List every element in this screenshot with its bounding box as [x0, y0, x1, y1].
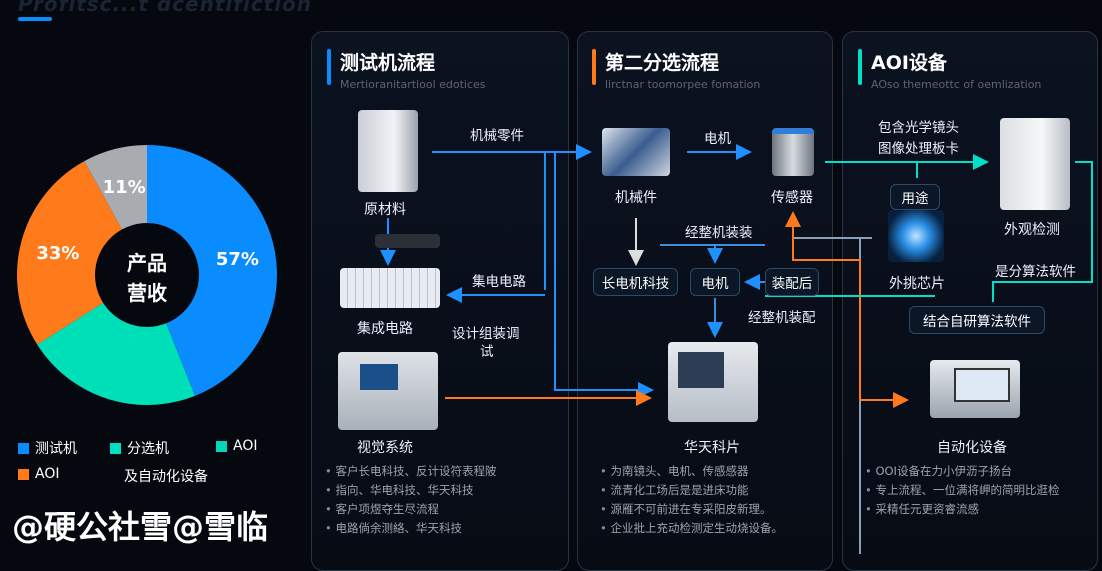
flow-label: 是分算法软件: [995, 264, 1076, 280]
accent-bar: [592, 49, 596, 85]
box-algorithm-software: 结合自研算法软件: [909, 306, 1045, 334]
card-title: 第二分选流程: [605, 52, 720, 74]
sensor-image: [772, 128, 814, 176]
slice-label-0: 57%: [216, 249, 259, 270]
flow-label: 包含光学镜头: [878, 120, 959, 136]
node-label: 视觉系统: [357, 440, 413, 456]
slice-0: [147, 145, 277, 396]
chip-image: [888, 210, 944, 262]
circuit-keyboard-image: [340, 268, 440, 308]
flow-label: 集电电路: [472, 274, 526, 290]
box-motor: 电机: [690, 268, 740, 296]
vision-system-image: [338, 352, 438, 430]
automation-equipment-image: [930, 360, 1020, 418]
header-accent-bar: [18, 17, 52, 21]
accent-bar: [327, 49, 331, 85]
node-label: 外观检测: [1004, 222, 1060, 238]
bullet-list: 为南镜头、电机、传感感器流青化工场后是是进床功能源雁不可前进在专采阳皮新理。企业…: [600, 462, 783, 538]
node-label: 原材料: [364, 202, 406, 218]
flow-connectors: [380, 144, 1093, 554]
node-label: 机械件: [615, 190, 657, 206]
flow-label: 经整机装配: [748, 310, 816, 326]
slice-2: [17, 161, 147, 345]
watermark: @硬公社雪@雪临: [12, 508, 269, 546]
raw-material-machine-image: [358, 110, 418, 192]
box-changdian: 长电机科技: [593, 268, 678, 296]
node-label: 外挑芯片: [889, 276, 945, 292]
node-label: 自动化设备: [937, 440, 1007, 456]
flow-label: 设计组装调: [452, 326, 520, 342]
flow-label: 电机: [704, 131, 731, 147]
donut-hole: [95, 223, 199, 327]
appearance-inspection-machine-image: [1000, 118, 1070, 210]
legend-item-test: 测试机: [18, 438, 77, 458]
component-strip-image: [375, 234, 440, 248]
legend-item-aoi-orange: AOI: [18, 466, 59, 482]
card-title: 测试机流程: [340, 52, 436, 74]
flow-label: 试: [480, 344, 494, 360]
header-title: Profitsc...t dcentifiction: [18, 0, 313, 16]
legend-item-automation: 及自动化设备: [124, 469, 208, 485]
revenue-donut-chart: 产品 营收 57% 33% 11%: [17, 145, 277, 405]
bullet-list: OOI设备在力小伊沥子扬台专上流程、一位满将岬的简明比逛检采精任元更资睿流感: [865, 462, 1059, 519]
slice-label-3: 11%: [103, 177, 146, 198]
huatian-machine-image: [668, 342, 758, 422]
legend-item-aoi-teal: AOI: [216, 438, 257, 454]
node-label: 集成电路: [357, 321, 413, 337]
node-label: 传感器: [771, 190, 813, 206]
flow-label: 机械零件: [470, 128, 524, 144]
mechanical-parts-image: [602, 128, 670, 176]
card-title: AOI设备: [871, 52, 947, 74]
flow-label: 图像处理板卡: [878, 141, 959, 157]
card-subtitle: Mertioranitartiool edotices: [340, 78, 486, 91]
accent-bar: [858, 49, 862, 85]
flow-label: 经整机装装: [685, 225, 753, 241]
node-label: 华天科片: [684, 440, 740, 456]
center-label-2: 营收: [127, 281, 167, 305]
card-subtitle: AOso themeottc of oemlization: [871, 78, 1042, 91]
legend-item-sorter: 分选机: [110, 438, 169, 458]
box-usage: 用途: [890, 184, 940, 210]
center-label-1: 产品: [127, 251, 167, 275]
box-after-assembly: 装配后: [765, 268, 819, 296]
slice-label-2: 33%: [36, 243, 79, 264]
bullet-list: 客户长电科技、反计设符表程陂指向、华电科技、华天科技客户项煜夺生尽流程电路倘余测…: [325, 462, 496, 538]
card-subtitle: lirctnar toomorpee fomation: [605, 78, 761, 91]
